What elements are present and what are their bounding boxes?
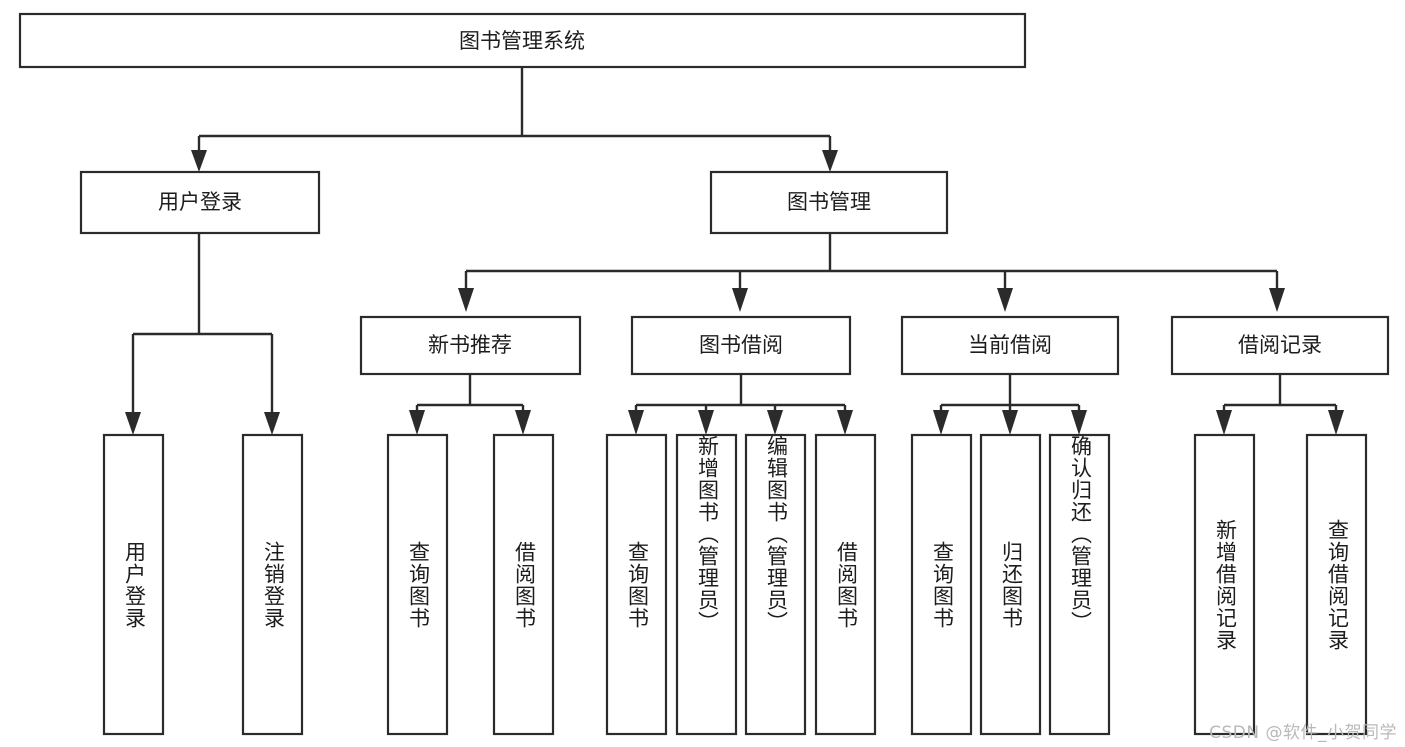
connector-group-borrow-record bbox=[1216, 374, 1344, 435]
leaf-box-query-book-1[interactable] bbox=[386, 433, 449, 736]
arrow-head-leaf-logout-login bbox=[264, 412, 280, 435]
leaf-boxes bbox=[102, 433, 1368, 736]
connector-group-root bbox=[191, 67, 838, 172]
leaf-box-confirm-return[interactable] bbox=[1048, 433, 1111, 736]
arrow-head-leaf-edit-book bbox=[767, 410, 783, 435]
arrow-head-borrow-record bbox=[1269, 288, 1285, 312]
leaf-box-edit-book[interactable] bbox=[744, 433, 807, 736]
watermark-text: CSDN @软件_小贺同学 bbox=[1209, 723, 1397, 743]
connector-group-current-borrow bbox=[933, 374, 1087, 435]
arrow-head-user-login bbox=[191, 150, 207, 172]
leaf-box-return-book[interactable] bbox=[979, 433, 1042, 736]
node-new-book-recommend-label: 新书推荐 bbox=[428, 333, 512, 357]
node-borrow-record-box[interactable] bbox=[1170, 315, 1390, 376]
node-root-box[interactable] bbox=[18, 12, 1027, 69]
node-current-borrow-box[interactable] bbox=[900, 315, 1120, 376]
arrow-head-leaf-borrow-book-2 bbox=[837, 410, 853, 435]
node-borrow-record-label: 借阅记录 bbox=[1238, 333, 1322, 357]
node-book-manage-box[interactable] bbox=[709, 170, 949, 235]
node-book-manage[interactable]: 图书管理 bbox=[709, 170, 949, 235]
leaf-box-logout-login[interactable] bbox=[241, 433, 304, 736]
arrow-head-current-borrow bbox=[997, 288, 1013, 312]
node-book-borrow-label: 图书借阅 bbox=[699, 333, 783, 357]
arrow-head-leaf-borrow-book-1 bbox=[515, 410, 531, 435]
node-user-login-box[interactable] bbox=[79, 170, 321, 235]
node-user-login[interactable]: 用户登录 bbox=[79, 170, 321, 235]
arrow-head-leaf-add-record bbox=[1216, 410, 1232, 435]
connector-group-user-login bbox=[125, 233, 280, 435]
arrow-head-leaf-return-book bbox=[1002, 410, 1018, 435]
arrow-head-leaf-query-book-2 bbox=[628, 410, 644, 435]
leaf-box-borrow-book-2[interactable] bbox=[814, 433, 877, 736]
arrow-head-leaf-confirm-return bbox=[1071, 410, 1087, 435]
node-current-borrow-label: 当前借阅 bbox=[968, 333, 1052, 357]
leaf-box-query-book-3[interactable] bbox=[910, 433, 973, 736]
arrow-head-leaf-query-record bbox=[1328, 410, 1344, 435]
connector-group-book-manage bbox=[458, 233, 1285, 312]
arrow-head-book-manage bbox=[822, 150, 838, 172]
arrow-head-book-borrow bbox=[732, 288, 748, 312]
node-root-label: 图书管理系统 bbox=[459, 29, 585, 53]
arrow-head-leaf-query-book-3 bbox=[933, 410, 949, 435]
node-book-manage-label: 图书管理 bbox=[787, 190, 871, 214]
leaf-box-add-book[interactable] bbox=[675, 433, 738, 736]
leaf-box-query-book-2[interactable] bbox=[605, 433, 668, 736]
leaf-box-user-login[interactable] bbox=[102, 433, 165, 736]
node-book-borrow[interactable]: 图书借阅 bbox=[630, 315, 852, 376]
connector-group-book-borrow bbox=[628, 374, 853, 435]
node-current-borrow[interactable]: 当前借阅 bbox=[900, 315, 1120, 376]
arrow-head-leaf-query-book-1 bbox=[409, 410, 425, 435]
node-root[interactable]: 图书管理系统 bbox=[18, 12, 1027, 69]
arrow-head-leaf-add-book bbox=[698, 410, 714, 435]
node-book-borrow-box[interactable] bbox=[630, 315, 852, 376]
node-borrow-record[interactable]: 借阅记录 bbox=[1170, 315, 1390, 376]
leaf-box-query-record[interactable] bbox=[1305, 433, 1368, 736]
leaf-box-borrow-book-1[interactable] bbox=[492, 433, 555, 736]
connector-group-new-book-recommend bbox=[409, 374, 531, 435]
node-user-login-label: 用户登录 bbox=[158, 190, 242, 214]
node-new-book-recommend[interactable]: 新书推荐 bbox=[359, 315, 582, 376]
arrow-head-new-book-recommend bbox=[458, 288, 474, 312]
arrow-head-leaf-user-login bbox=[125, 412, 141, 435]
node-new-book-recommend-box[interactable] bbox=[359, 315, 582, 376]
leaf-box-add-record[interactable] bbox=[1193, 433, 1256, 736]
